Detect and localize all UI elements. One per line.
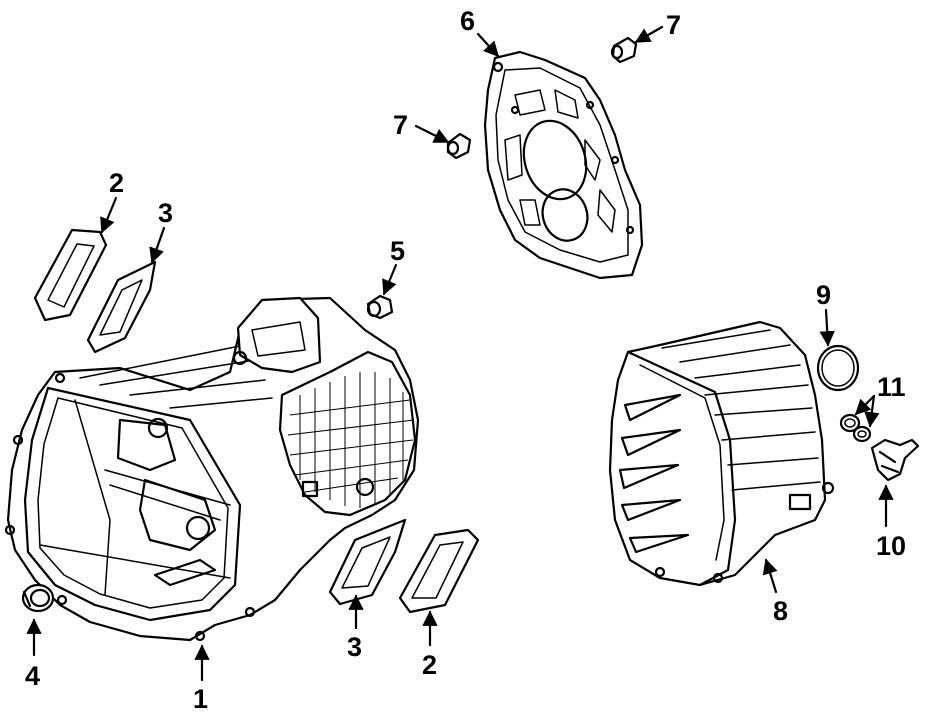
callout-9: 9 [816,280,831,310]
gasket-part-2-lower [398,528,480,614]
callout-11: 11 [877,372,906,402]
callout-10: 10 [876,531,906,561]
callout-3-upper: 3 [158,198,173,228]
intermediate-plate-part-6 [483,50,644,280]
transmission-case-part-1 [4,296,420,642]
extension-housing-part-8 [608,320,835,587]
sensor-part-10 [870,438,920,482]
callout-4: 4 [25,661,40,691]
o-ring-part-9 [816,344,860,392]
callout-2-lower: 2 [422,650,437,680]
callout-3-lower: 3 [347,632,362,662]
bushing-part-5 [366,294,394,320]
callout-1: 1 [193,684,208,714]
gasket-part-2-upper [33,228,108,322]
callout-8: 8 [773,596,788,626]
oil-seal-part-4 [21,583,55,613]
callout-7-lower: 7 [393,110,408,140]
cover-plate-part-3-lower [328,518,407,606]
callout-7-upper: 7 [666,10,681,40]
callout-6: 6 [460,6,475,36]
callout-labels: 1 2 2 3 3 4 5 6 7 7 8 9 10 11 [25,6,906,714]
leader-lines [26,25,894,682]
dowel-pin-part-7-lower [446,132,472,160]
small-o-rings-part-11 [839,413,872,443]
callout-2-upper: 2 [109,168,124,198]
dowel-pin-part-7-upper [610,36,638,64]
cover-plate-part-3-upper [86,260,157,354]
callout-5: 5 [390,236,405,266]
